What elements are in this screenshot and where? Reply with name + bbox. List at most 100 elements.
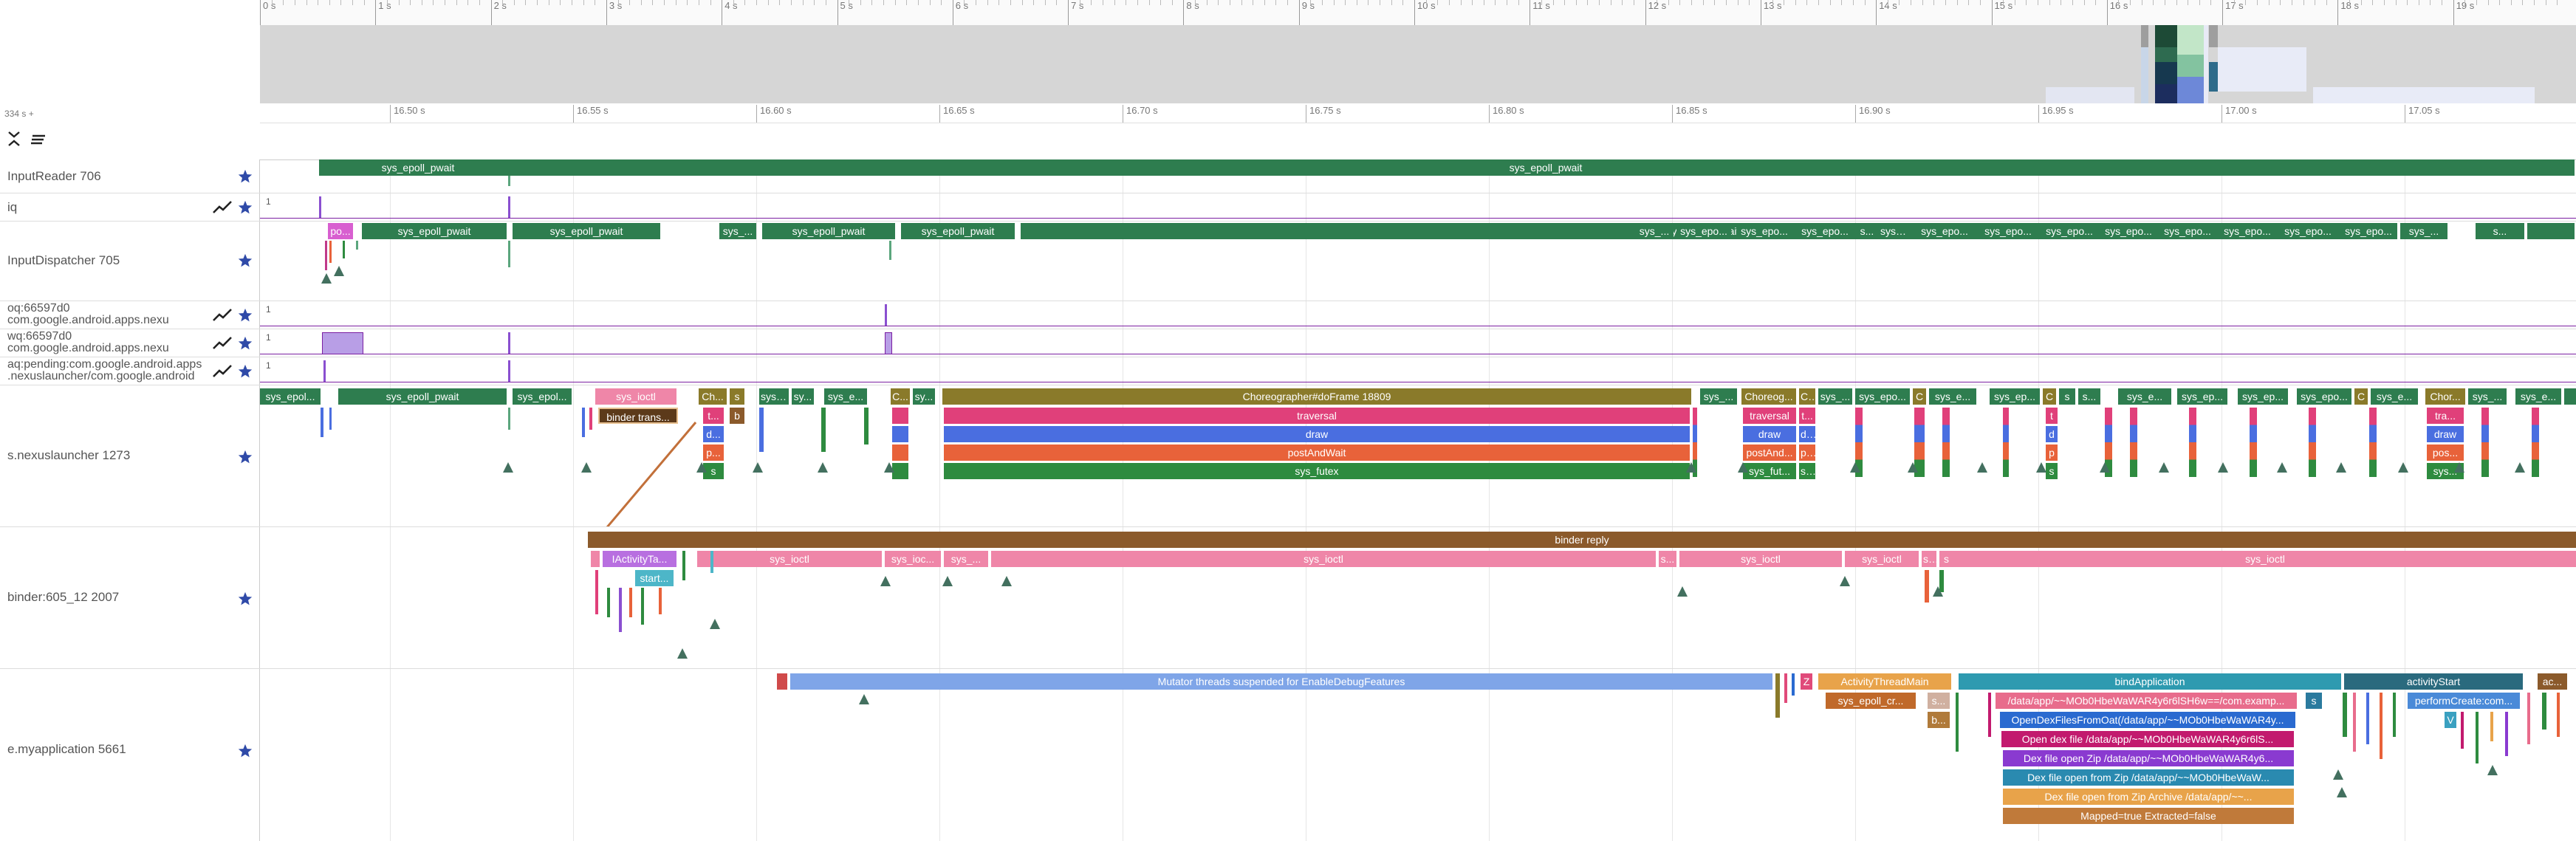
slice[interactable]: sys_epo... bbox=[2279, 223, 2337, 239]
slice[interactable]: sys_epo... bbox=[1978, 223, 2038, 239]
track-input-dispatcher[interactable]: InputDispatcher 705 po... sys_epoll_pwai… bbox=[0, 222, 2576, 301]
slice[interactable]: draw bbox=[944, 426, 1690, 442]
slice[interactable]: d... bbox=[703, 426, 724, 442]
track-nexuslauncher[interactable]: s.nexuslauncher 1273 sys_epol... sys_epo… bbox=[0, 385, 2576, 527]
slice[interactable]: sys_epo... bbox=[1676, 223, 1731, 239]
slice[interactable]: sys_epo... bbox=[2041, 223, 2097, 239]
slice[interactable]: V bbox=[2445, 712, 2456, 728]
slice[interactable]: t bbox=[2046, 408, 2058, 424]
slice[interactable]: C bbox=[2043, 388, 2056, 405]
slice[interactable]: sys_ioc... bbox=[885, 551, 941, 567]
slice[interactable]: sys_... bbox=[944, 551, 988, 567]
star-icon[interactable] bbox=[237, 591, 253, 607]
slice[interactable]: d bbox=[2046, 426, 2058, 442]
slice[interactable]: draw bbox=[1743, 426, 1796, 442]
slice[interactable]: IActivityTa... bbox=[603, 551, 676, 567]
slice[interactable]: sys_... bbox=[2468, 388, 2507, 405]
slice[interactable]: sys_e... bbox=[824, 388, 867, 405]
slice[interactable]: sys_... bbox=[1700, 388, 1737, 405]
slice[interactable]: sys_fut... bbox=[1743, 463, 1796, 479]
slice[interactable]: t... bbox=[703, 408, 724, 424]
slice[interactable]: sys_epo... bbox=[2219, 223, 2276, 239]
slice[interactable]: sys_ioctl bbox=[595, 388, 676, 405]
slice[interactable]: sys_epoll_cr... bbox=[1826, 693, 1916, 709]
slice[interactable]: C bbox=[2354, 388, 2368, 405]
slice[interactable]: s... bbox=[1922, 551, 1936, 567]
menu-lines-icon[interactable] bbox=[30, 130, 46, 148]
slice[interactable]: sys_epoll_pwait bbox=[517, 159, 2575, 176]
slice[interactable]: p... bbox=[703, 444, 724, 461]
line-chart-icon[interactable] bbox=[212, 307, 233, 323]
track-myapplication[interactable]: e.myapplication 5661 Mutator threads sus… bbox=[0, 669, 2576, 841]
slice[interactable]: sys_epoll_pwait bbox=[762, 223, 895, 239]
slice[interactable]: start... bbox=[635, 570, 674, 586]
slice[interactable]: sys_epo... bbox=[1855, 388, 1910, 405]
slice[interactable]: C... bbox=[1799, 388, 1815, 405]
star-icon[interactable] bbox=[237, 168, 253, 185]
star-icon[interactable] bbox=[237, 199, 253, 216]
slice[interactable]: pos... bbox=[2427, 444, 2464, 461]
slice[interactable]: s bbox=[730, 388, 744, 405]
slice[interactable]: s... bbox=[1928, 693, 1950, 709]
track-iq[interactable]: iq 1 bbox=[0, 193, 2576, 222]
slice[interactable]: Dex file open from Zip Archive /data/app… bbox=[2003, 789, 2294, 805]
slice[interactable]: sys_e... bbox=[2515, 388, 2561, 405]
slice[interactable]: postAnd... bbox=[1743, 444, 1796, 461]
slice[interactable]: s... bbox=[1799, 463, 1815, 479]
slice[interactable]: tra... bbox=[2427, 408, 2464, 424]
slice[interactable]: sys_... bbox=[759, 388, 789, 405]
slice[interactable]: binder reply bbox=[588, 532, 2576, 548]
slice[interactable]: sys_ep... bbox=[2238, 388, 2288, 405]
slice[interactable]: Dex file open from Zip /data/app/~~MOb0H… bbox=[2003, 769, 2294, 786]
slice[interactable]: performCreate:com... bbox=[2408, 693, 2520, 709]
slice[interactable]: s... bbox=[2476, 223, 2524, 239]
slice[interactable]: sys_epo... bbox=[1798, 223, 1852, 239]
slice[interactable]: po... bbox=[328, 223, 353, 239]
slice[interactable]: sys_epol... bbox=[513, 388, 572, 405]
star-icon[interactable] bbox=[237, 449, 253, 465]
track-oq[interactable]: oq:66597d0 com.google.android.apps.nexu … bbox=[0, 301, 2576, 329]
slice[interactable]: ActivityThreadMain bbox=[1818, 673, 1951, 690]
slice[interactable]: b bbox=[730, 408, 744, 424]
slice[interactable]: sys_epoll_pwait bbox=[362, 223, 507, 239]
overview-heatmap[interactable] bbox=[260, 25, 2576, 103]
slice[interactable]: s... bbox=[2078, 388, 2100, 405]
slice[interactable]: sys_... bbox=[1818, 388, 1852, 405]
slice[interactable]: Mutator threads suspended for EnableDebu… bbox=[790, 673, 1772, 690]
slice[interactable]: sys_ep... bbox=[2177, 388, 2227, 405]
slice[interactable]: p... bbox=[1799, 444, 1815, 461]
slice[interactable]: sys_... bbox=[719, 223, 756, 239]
slice[interactable]: postAndWait bbox=[944, 444, 1690, 461]
slice[interactable]: t... bbox=[1799, 408, 1815, 424]
slice[interactable]: OpenDexFilesFromOat(/data/app/~~MOb0HbeW… bbox=[2000, 712, 2295, 728]
slice[interactable]: s bbox=[703, 463, 724, 479]
star-icon[interactable] bbox=[237, 307, 253, 323]
slice[interactable]: /data/app/~~MOb0HbeWaWAR4y6r6lSH6w==/com… bbox=[1996, 693, 2297, 709]
slice[interactable]: s... bbox=[1858, 223, 1876, 239]
line-chart-icon[interactable] bbox=[212, 363, 233, 380]
slice[interactable]: sys_epoll_pwait bbox=[319, 159, 517, 176]
slice[interactable]: sys_epo... bbox=[1737, 223, 1792, 239]
slice[interactable]: sys_epo... bbox=[2340, 223, 2397, 239]
slice[interactable]: sys_epo... bbox=[2100, 223, 2157, 239]
slice[interactable]: ac... bbox=[2538, 673, 2567, 690]
slice[interactable]: sys_epol... bbox=[260, 388, 321, 405]
collapse-all-icon[interactable] bbox=[6, 130, 22, 148]
star-icon[interactable] bbox=[237, 253, 253, 269]
slice[interactable]: sys_epo... bbox=[2297, 388, 2351, 405]
slice[interactable]: sys_epo... bbox=[1914, 223, 1975, 239]
slice[interactable]: s bbox=[2046, 463, 2058, 479]
star-icon[interactable] bbox=[237, 335, 253, 351]
slice[interactable]: sys_ioctl bbox=[1679, 551, 1842, 567]
slice[interactable]: sy... bbox=[913, 388, 935, 405]
slice[interactable]: sys_epo... bbox=[2159, 223, 2216, 239]
slice[interactable]: sys_ioctl bbox=[697, 551, 882, 567]
slice[interactable]: C... bbox=[891, 388, 910, 405]
slice[interactable]: Dex file open Zip /data/app/~~MOb0HbeWaW… bbox=[2003, 750, 2294, 766]
slice[interactable]: Z bbox=[1801, 673, 1812, 690]
slice[interactable]: traversal bbox=[1743, 408, 1796, 424]
slice[interactable]: sys_e... bbox=[2371, 388, 2418, 405]
slice[interactable]: draw bbox=[2427, 426, 2464, 442]
